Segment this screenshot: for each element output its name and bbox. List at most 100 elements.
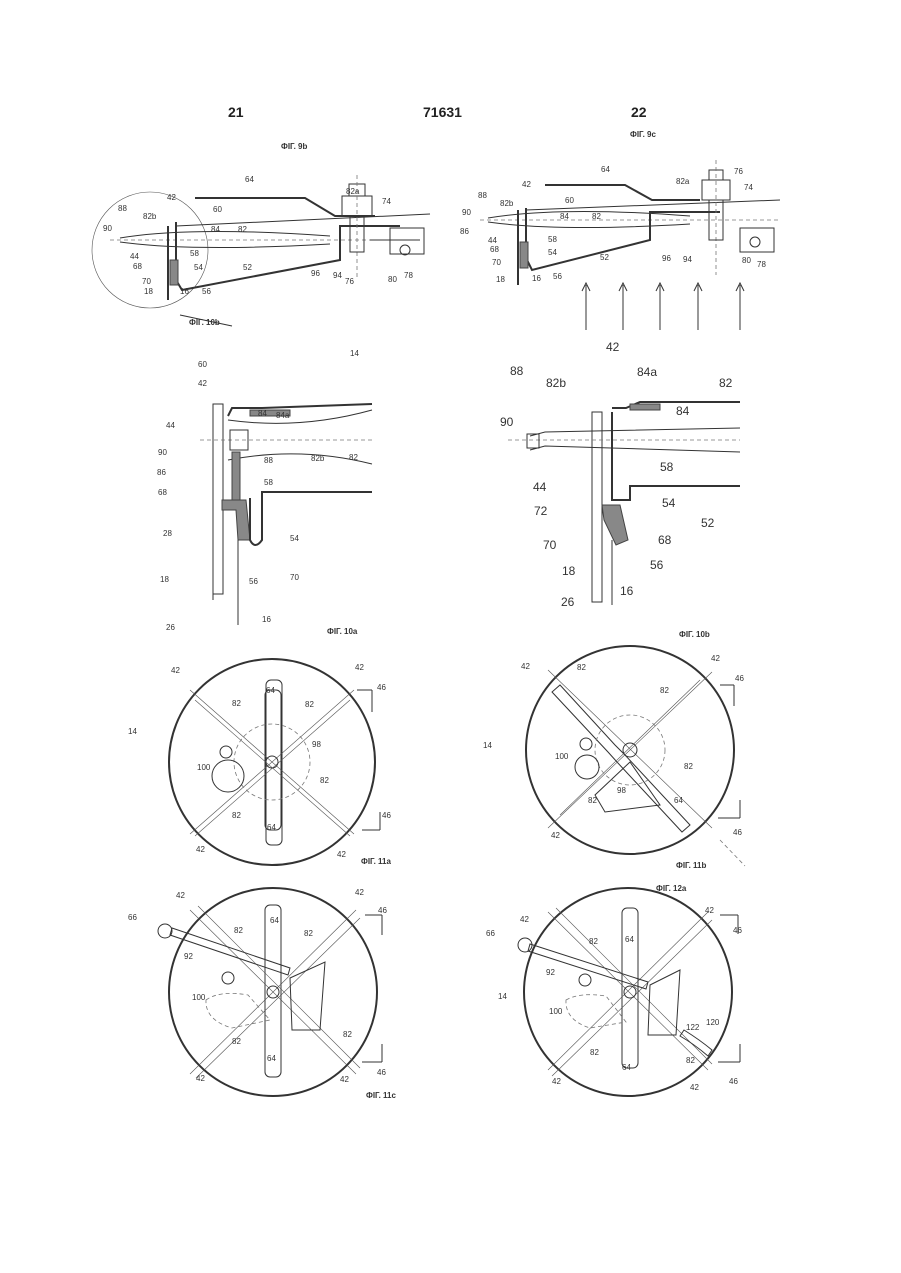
reference-number-label: 42 (355, 663, 364, 672)
reference-number-label: 42 (521, 662, 530, 671)
figure-10a (200, 404, 372, 625)
vessel-wall (213, 404, 223, 594)
reference-number-label: 68 (658, 533, 672, 547)
reference-number-label: 82b (143, 212, 157, 221)
reference-number-label: 66 (486, 929, 495, 938)
reference-number-label: 42 (355, 888, 364, 897)
reference-number-label: 82 (592, 212, 601, 221)
reference-number-label: 94 (683, 255, 692, 264)
reference-number-label: 42 (690, 1083, 699, 1092)
reference-number-label: 82 (588, 796, 597, 805)
labels-fig11a: 64 42 42 46 82 82 14 98 100 82 82 64 42 … (128, 663, 391, 866)
reference-number-label: 58 (548, 235, 557, 244)
reference-number-label: 82 (686, 1056, 695, 1065)
reference-number-label: 56 (553, 272, 562, 281)
reference-number-label: 54 (662, 496, 676, 510)
reference-number-label: 46 (735, 674, 744, 683)
reference-number-label: 56 (249, 577, 258, 586)
reference-number-label: 46 (382, 811, 391, 820)
reference-number-label: 64 (601, 165, 610, 174)
reference-number-label: 28 (163, 529, 172, 538)
reference-number-label: 82 (304, 929, 313, 938)
paddle-64 (266, 680, 282, 845)
reference-number-label: 82 (590, 1048, 599, 1057)
reference-number-label: 82 (684, 762, 693, 771)
caption-fig11b: ФІГ. 11b (676, 861, 706, 870)
reference-number-label: 60 (198, 360, 207, 369)
caption-fig10a: ФІГ. 10a (327, 627, 358, 636)
reference-number-label: 64 (245, 175, 254, 184)
reference-number-label: 42 (552, 1077, 561, 1086)
reference-number-label: 46 (733, 828, 742, 837)
reference-number-label: 44 (166, 421, 175, 430)
reference-number-label: 88 (510, 364, 524, 378)
reference-number-label: 42 (705, 906, 714, 915)
reference-number-label: 42 (198, 379, 207, 388)
reference-number-label: 18 (160, 575, 169, 584)
reference-number-label: 46 (377, 683, 386, 692)
reference-number-label: 84 (676, 404, 690, 418)
reference-number-label: 46 (378, 906, 387, 915)
reference-number-label: 52 (243, 263, 252, 272)
reference-number-label: 82 (577, 663, 586, 672)
reference-number-label: 64 (267, 1054, 276, 1063)
reference-number-label: 78 (757, 260, 766, 269)
reference-number-label: 42 (167, 193, 176, 202)
reference-number-label: 18 (144, 287, 153, 296)
reference-number-label: 84 (560, 212, 569, 221)
reference-number-label: 42 (711, 654, 720, 663)
reference-number-label: 68 (133, 262, 142, 271)
reference-number-label: 90 (500, 415, 514, 429)
reference-number-label: 70 (543, 538, 557, 552)
reference-number-label: 64 (674, 796, 683, 805)
reference-number-label: 26 (561, 595, 575, 609)
reference-number-label: 84 (258, 409, 267, 418)
reference-number-label: 94 (333, 271, 342, 280)
reference-number-label: 100 (555, 752, 569, 761)
reference-number-label: 18 (562, 564, 576, 578)
reference-number-label: 66 (128, 913, 137, 922)
reference-number-label: 88 (478, 191, 487, 200)
reference-number-label: 64 (267, 823, 276, 832)
reference-number-label: 58 (190, 249, 199, 258)
reference-number-label: 70 (290, 573, 299, 582)
reference-number-label: 80 (388, 275, 397, 284)
reference-number-label: 56 (202, 287, 211, 296)
reference-number-label: 98 (312, 740, 321, 749)
reference-number-label: 42 (171, 666, 180, 675)
reference-number-label: 64 (266, 686, 275, 695)
reference-number-label: 82 (232, 1037, 241, 1046)
reference-number-label: 82 (719, 376, 733, 390)
reference-number-label: 46 (733, 926, 742, 935)
reference-number-label: 86 (460, 227, 469, 236)
reference-number-label: 82 (589, 937, 598, 946)
reference-number-label: 16 (620, 584, 634, 598)
labels-fig10b: 42 88 82b 84a 82 90 84 58 44 72 54 52 70… (500, 340, 733, 639)
reference-number-label: 42 (520, 915, 529, 924)
reference-number-label: 68 (158, 488, 167, 497)
reference-number-label: 44 (130, 252, 139, 261)
reference-number-label: 82a (346, 187, 360, 196)
reference-number-label: 60 (565, 196, 574, 205)
reference-number-label: 72 (534, 504, 548, 518)
reference-number-label: 82 (232, 811, 241, 820)
reference-number-label: 58 (264, 478, 273, 487)
reference-number-label: 70 (492, 258, 501, 267)
reference-number-label: 82 (349, 453, 358, 462)
reference-number-label: 64 (622, 1063, 631, 1072)
reference-number-label: 100 (192, 993, 206, 1002)
vessel-wall (592, 412, 602, 602)
reference-number-label: 58 (660, 460, 674, 474)
reference-number-label: 42 (551, 831, 560, 840)
labels-fig11b: 82 42 46 82 42 14 100 82 98 82 64 42 46 … (483, 654, 744, 870)
caption-fig9c: ФІГ. 9c (630, 130, 656, 139)
reference-number-label: 84a (637, 365, 657, 379)
reference-number-label: 100 (549, 1007, 563, 1016)
reference-number-label: 42 (196, 1074, 205, 1083)
reference-number-label: 90 (103, 224, 112, 233)
reference-number-label: 80 (742, 256, 751, 265)
reference-number-label: 98 (617, 786, 626, 795)
figure-9c: ФІГ. 9c (480, 130, 780, 330)
mixing-arm (195, 198, 375, 216)
caption-fig11a: ФІГ. 11a (361, 857, 391, 866)
